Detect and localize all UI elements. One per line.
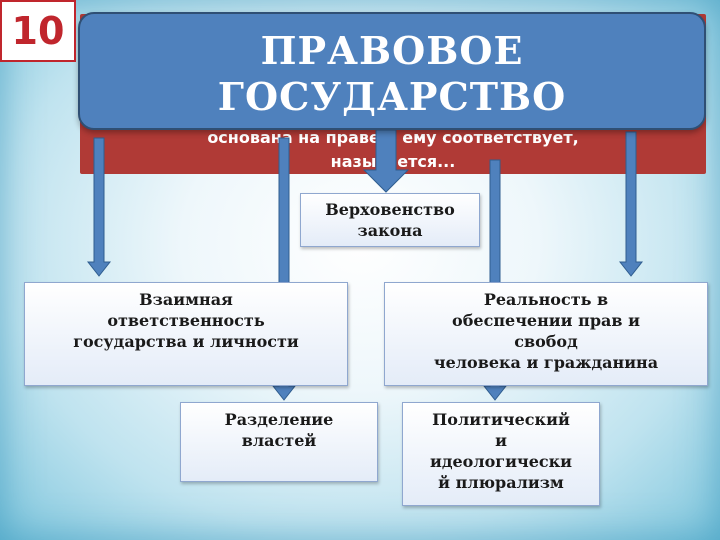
arrow-inner-left (271, 137, 297, 401)
node-supremacy-of-law: Верховенство закона (300, 193, 480, 247)
arrow-center (362, 129, 410, 193)
arrow-right (618, 131, 644, 277)
arrow-inner-right (482, 159, 508, 401)
arrow-left (86, 137, 112, 277)
node-text: Верховенство (325, 200, 455, 219)
node-text: Политический (432, 410, 570, 429)
node-mutual-responsibility: Взаимная ответственность государства и л… (24, 282, 348, 386)
node-text: закона (357, 221, 423, 240)
title-line-1: ПРАВОВОЕ (260, 28, 524, 73)
node-reality-of-rights: Реальность в обеспечении прав и свобод ч… (384, 282, 708, 386)
node-text: и (495, 431, 507, 450)
node-pluralism: Политический и идеологически й плюрализм (402, 402, 600, 506)
node-text: Разделение (224, 410, 334, 429)
node-text: свобод (514, 332, 578, 351)
node-text: Взаимная (139, 290, 233, 309)
slide-number: 10 (0, 0, 76, 62)
node-text: Реальность в (483, 290, 609, 309)
node-text: властей (241, 431, 317, 450)
node-text: идеологически (429, 452, 573, 471)
node-text: государства и личности (73, 332, 299, 351)
title-box: ПРАВОВОЕ ГОСУДАРСТВО (78, 12, 706, 130)
node-text: й плюрализм (438, 473, 564, 492)
node-text: ответственность (107, 311, 265, 330)
node-text: обеспечении прав и (452, 311, 640, 330)
title-line-2: ГОСУДАРСТВО (217, 74, 567, 119)
node-separation-of-powers: Разделение властей (180, 402, 378, 482)
node-text: человека и гражданина (433, 353, 659, 372)
